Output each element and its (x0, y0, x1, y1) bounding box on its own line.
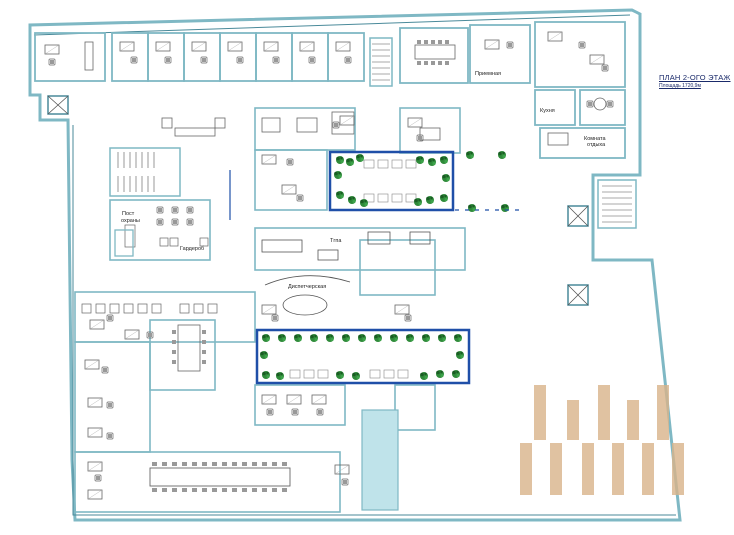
office-furniture (81, 115, 424, 500)
left-stairs (109, 147, 181, 197)
building-outline (28, 8, 682, 522)
conference-table (149, 462, 291, 492)
dispatch-area (261, 231, 431, 316)
room-label-rest-room-2: отдыха (587, 142, 606, 148)
plan-title: ПЛАН 2-ОГО ЭТАЖ (659, 73, 731, 82)
right-stairs (597, 179, 637, 229)
room-label-security-2: охраны (121, 218, 140, 224)
plan-area: Площадь 1720,9м (659, 83, 701, 89)
central-offices (74, 107, 466, 513)
glass-partitions (229, 170, 520, 220)
elevator-icon (47, 95, 589, 306)
stairs-icon (369, 37, 393, 87)
room-label-wardrobe: Гардероб (180, 246, 205, 252)
room-label-rest-room-1: Комната (584, 136, 606, 142)
room-label-reception: Приемная (475, 71, 501, 77)
plan-title-block: ПЛАН 2-ОГО ЭТАЖ Площадь 1720,9м (659, 73, 734, 89)
lobby-seating (161, 111, 441, 141)
top-offices (34, 21, 626, 159)
room-label-kitchen: Кухня (540, 108, 555, 114)
lockers (114, 229, 209, 257)
room-label-wc: Тгпа (330, 238, 342, 244)
atrium (361, 409, 399, 511)
top-office-furniture (44, 31, 614, 146)
room-label-dispatch: Диспетчерская (288, 284, 327, 290)
watermark-logo (520, 385, 684, 495)
lower-planter (255, 328, 471, 385)
room-label-security-1: Пост (122, 211, 135, 217)
upper-planter (328, 150, 509, 212)
